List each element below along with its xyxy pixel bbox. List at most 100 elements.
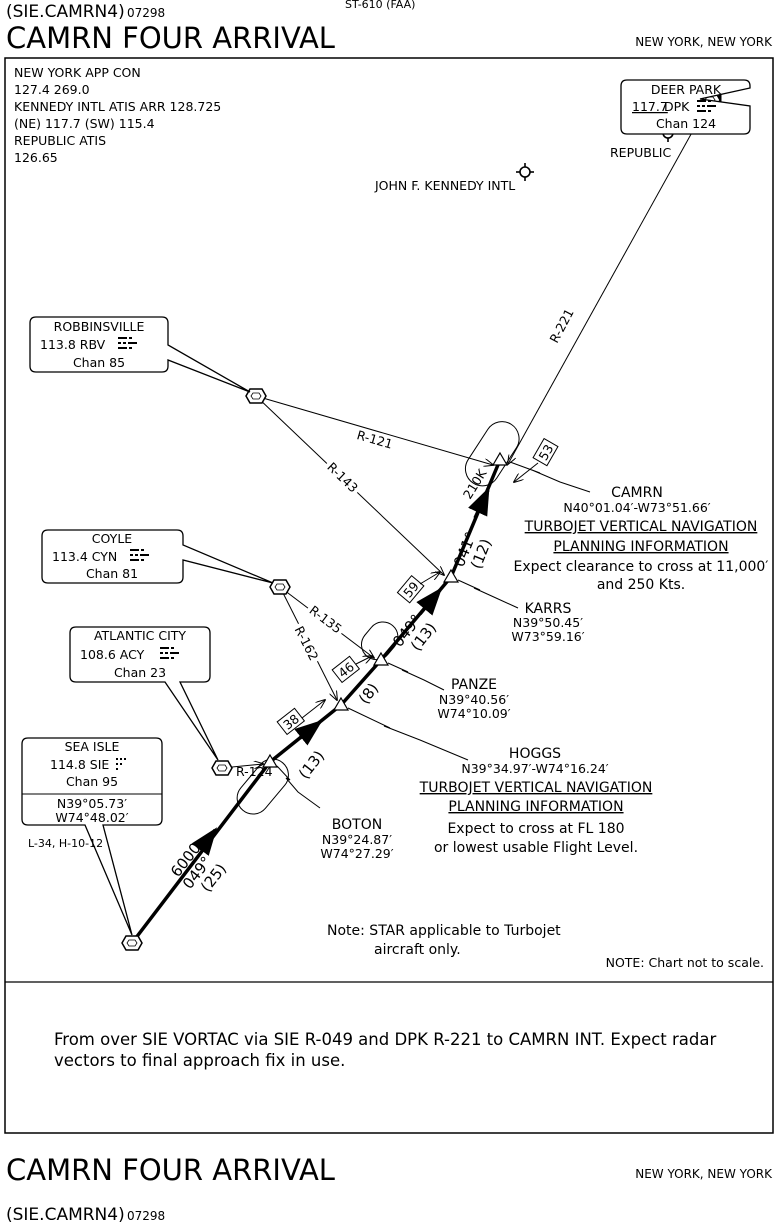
svg-text:KENNEDY INTL ATIS ARR 128.725: KENNEDY INTL ATIS ARR 128.725 [14, 99, 221, 114]
robbinsville-navaid-box: ROBBINSVILLE 113.8 RBV Chan 85 [29, 316, 251, 393]
svg-text:ATLANTIC CITY: ATLANTIC CITY [94, 628, 186, 643]
svg-text:N39°40.56′: N39°40.56′ [439, 692, 509, 707]
turbojet-note: Note: STAR applicable to Turbojet aircra… [327, 923, 561, 958]
dpk-r221 [508, 99, 711, 464]
main-route [130, 459, 502, 945]
svg-text:COYLE: COYLE [92, 531, 132, 546]
svg-text:53: 53 [535, 442, 556, 463]
svg-text:126.65: 126.65 [14, 150, 58, 165]
svg-text:Chan 85: Chan 85 [73, 355, 125, 370]
communications-block: NEW YORK APP CON 127.4 269.0 KENNEDY INT… [14, 65, 221, 165]
svg-text:W74°27.29′: W74°27.29′ [320, 846, 393, 861]
svg-text:N39°24.87′: N39°24.87′ [322, 832, 392, 847]
republic-label: REPUBLIC [610, 145, 671, 160]
svg-text:ROBBINSVILLE: ROBBINSVILLE [54, 319, 145, 334]
svg-text:TURBOJET VERTICAL NAVIGATION: TURBOJET VERTICAL NAVIGATION [524, 519, 758, 535]
svg-text:Chan 95: Chan 95 [66, 774, 118, 789]
location: NEW YORK, NEW YORK [635, 35, 773, 49]
scale-note: NOTE: Chart not to scale. [606, 955, 764, 970]
svg-text:or lowest usable Flight Level.: or lowest usable Flight Level. [434, 840, 638, 856]
svg-text:aircraft only.: aircraft only. [374, 942, 461, 958]
jfk-airport-icon [515, 162, 535, 182]
svg-text:and 250 Kts.: and 250 Kts. [597, 577, 685, 593]
footer-amendment: 07298 [127, 1209, 165, 1223]
svg-text:W73°59.16′: W73°59.16′ [511, 629, 584, 644]
svg-text:Note: STAR applicable to Turb: Note: STAR applicable to Turbojet [327, 923, 561, 939]
mea-markers: 38 46 59 53 [276, 437, 559, 736]
page-title: CAMRN FOUR ARRIVAL [6, 21, 335, 55]
radial-label: R-135 [307, 602, 345, 636]
sie-vortac-icon [121, 935, 143, 951]
hoggs-fix-label: HOGGS N39°34.97′-W74°16.24′ [461, 746, 608, 776]
karrs-fix-label: KARRS N39°50.45′ W73°59.16′ [511, 601, 584, 644]
camrn-fix-label: CAMRN N40°01.04′-W73°51.66′ [563, 485, 710, 515]
svg-text:L-34, H-10-12: L-34, H-10-12 [28, 837, 103, 850]
fix-leaders [276, 461, 591, 809]
svg-text:113.8 RBV: 113.8 RBV [40, 337, 106, 352]
svg-text:PLANNING INFORMATION: PLANNING INFORMATION [553, 539, 728, 555]
svg-text:N39°05.73′: N39°05.73′ [57, 796, 127, 811]
atlantic-city-navaid-box: ATLANTIC CITY 108.6 ACY Chan 23 [69, 626, 219, 761]
camrn-vnav-info: TURBOJET VERTICAL NAVIGATION PLANNING IN… [514, 519, 769, 593]
svg-text:(13): (13) [295, 747, 328, 782]
deer-park-navaid-box: DEER PARK 117.7 DPK Chan 124 [620, 79, 751, 135]
coyle-navaid-box: COYLE 113.4 CYN Chan 81 [41, 529, 274, 584]
hoggs-vnav-info: TURBOJET VERTICAL NAVIGATION PLANNING IN… [419, 780, 653, 856]
boton-fix-label: BOTON N39°24.87′ W74°27.29′ [320, 817, 393, 861]
chart-frame [4, 57, 774, 1134]
svg-text:N39°50.45′: N39°50.45′ [513, 615, 583, 630]
svg-text:N40°01.04′-W73°51.66′: N40°01.04′-W73°51.66′ [563, 500, 710, 515]
amendment-number: 07298 [127, 6, 165, 20]
svg-text:HOGGS: HOGGS [509, 746, 561, 762]
footer-location: NEW YORK, NEW YORK [635, 1167, 773, 1181]
svg-text:Chan 81: Chan 81 [86, 566, 138, 581]
svg-text:114.8 SIE: 114.8 SIE [50, 757, 109, 772]
radial-label: R-221 [546, 306, 576, 345]
svg-text:117.7: 117.7 [632, 99, 668, 114]
svg-text:CAMRN: CAMRN [611, 485, 663, 501]
radial-label: R-121 [355, 427, 394, 451]
footer-procedure-code: (SIE.CAMRN4) [6, 1205, 125, 1225]
svg-text:NEW YORK APP CON: NEW YORK APP CON [14, 65, 141, 80]
panze-fix-label: PANZE N39°40.56′ W74°10.09′ [437, 677, 510, 721]
svg-text:N39°34.97′-W74°16.24′: N39°34.97′-W74°16.24′ [461, 761, 608, 776]
svg-text:W74°48.02′: W74°48.02′ [55, 810, 128, 825]
svg-text:From over SIE VORTAC via SIE R: From over SIE VORTAC via SIE R-049 and D… [54, 1030, 716, 1049]
svg-text:KARRS: KARRS [525, 601, 572, 617]
svg-text:REPUBLIC ATIS: REPUBLIC ATIS [14, 133, 106, 148]
acy-vortac-icon [211, 760, 233, 776]
rbv-r121 [255, 395, 493, 465]
svg-text:Chan 23: Chan 23 [114, 665, 166, 680]
footer-title: CAMRN FOUR ARRIVAL [6, 1153, 335, 1187]
chart-number: ST-610 (FAA) [345, 0, 415, 11]
svg-text:127.4 269.0: 127.4 269.0 [14, 82, 90, 97]
sea-isle-navaid-box: SEA ISLE 114.8 SIE Chan 95 N39°05.73′ W7… [21, 737, 163, 936]
svg-text:Expect to cross at FL 180: Expect to cross at FL 180 [447, 821, 624, 837]
morse-code-icon [116, 758, 126, 770]
svg-text:W74°10.09′: W74°10.09′ [437, 706, 510, 721]
svg-text:Chan 124: Chan 124 [656, 116, 716, 131]
radials [221, 99, 711, 768]
karrs-fix-icon [443, 569, 459, 583]
svg-text:Expect clearance to cross at 1: Expect clearance to cross at 11,000′ [514, 559, 769, 575]
route-arrows [191, 486, 490, 856]
svg-text:vectors to final approach fix: vectors to final approach fix in use. [54, 1051, 345, 1070]
svg-text:TURBOJET VERTICAL NAVIGATION: TURBOJET VERTICAL NAVIGATION [419, 780, 653, 796]
svg-text:BOTON: BOTON [332, 817, 382, 833]
svg-text:SEA ISLE: SEA ISLE [65, 739, 120, 754]
svg-text:113.4 CYN: 113.4 CYN [52, 549, 117, 564]
svg-text:DEER PARK: DEER PARK [651, 82, 722, 97]
jfk-label: JOHN F. KENNEDY INTL [374, 178, 515, 193]
svg-text:108.6 ACY: 108.6 ACY [80, 647, 145, 662]
svg-text:PANZE: PANZE [451, 677, 497, 693]
radial-label: R-143 [324, 459, 361, 495]
cyn-vortac-icon [269, 579, 291, 595]
procedure-code: (SIE.CAMRN4) [6, 2, 125, 22]
svg-text:DPK: DPK [664, 99, 690, 114]
arrival-narrative: From over SIE VORTAC via SIE R-049 and D… [54, 1030, 716, 1070]
camrn-fix-icon [492, 452, 508, 466]
svg-text:PLANNING INFORMATION: PLANNING INFORMATION [448, 799, 623, 815]
radial-label: R-162 [292, 624, 322, 663]
svg-text:(NE) 117.7 (SW) 115.4: (NE) 117.7 (SW) 115.4 [14, 116, 155, 131]
